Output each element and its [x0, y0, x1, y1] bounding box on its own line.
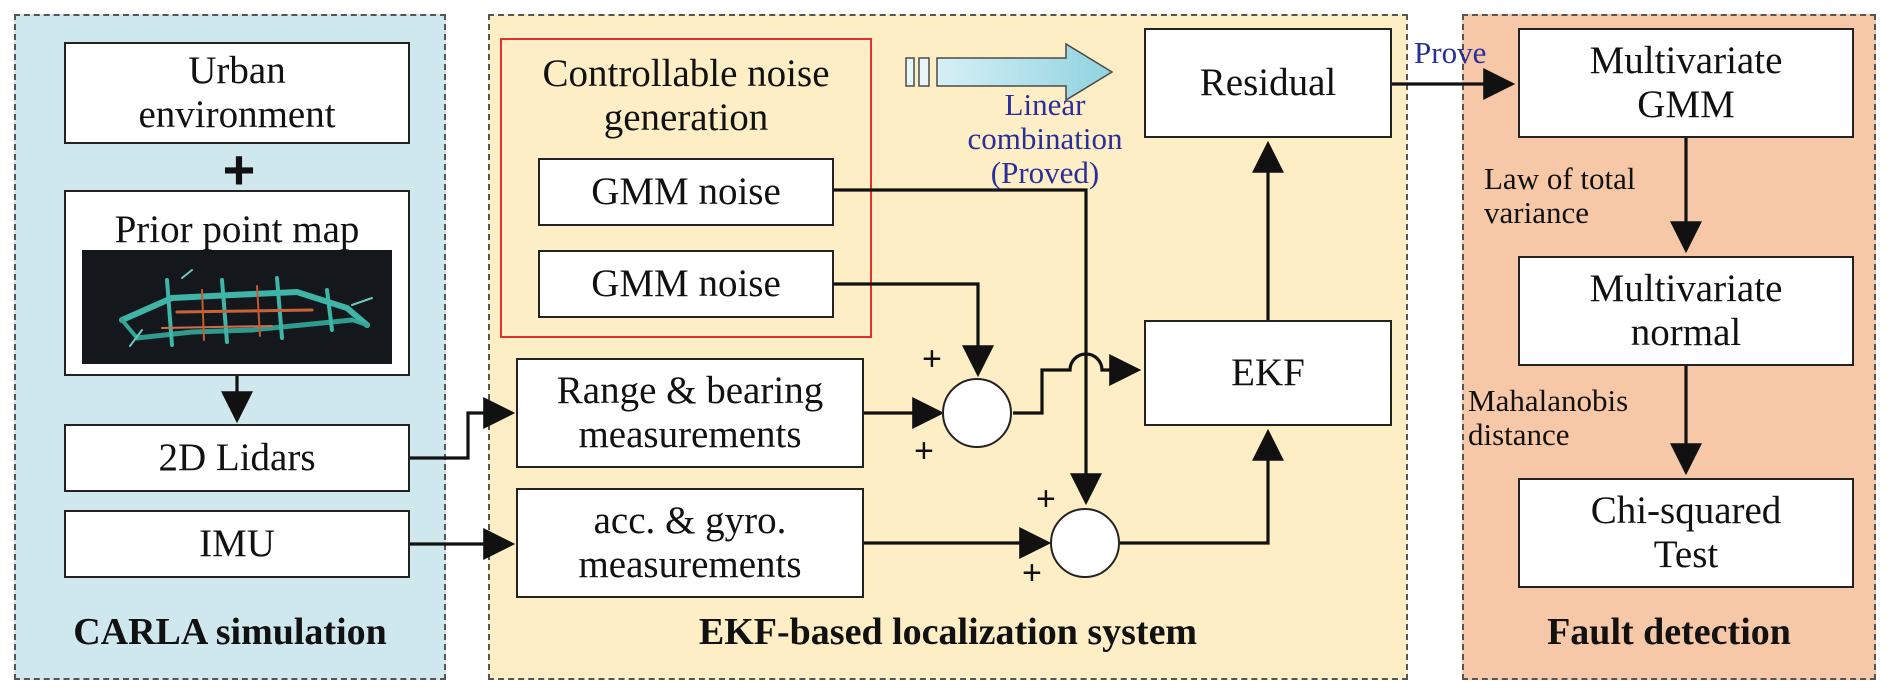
multivariate-gmm-line-2: GMM	[1637, 83, 1735, 126]
linear-combination-arrow	[905, 42, 1114, 102]
sum1-plus-bottom: +	[914, 432, 934, 470]
sum2-to-ekf-arrow	[1120, 428, 1284, 545]
prior-point-map-title: Prior point map	[114, 208, 360, 251]
carla-simulation-title: CARLA simulation	[73, 611, 387, 653]
chi-squared-line-1: Chi-squared	[1590, 489, 1782, 533]
range-bearing-line-2: measurements	[578, 413, 802, 456]
multivariate-gmm-line-1: Multivariate	[1589, 39, 1783, 83]
controllable-noise-title: Controllable noise generation	[500, 52, 872, 139]
range-bearing-line-1: Range & bearing	[556, 369, 824, 413]
urban-line-1: Urban	[188, 49, 286, 93]
2d-lidars-box: 2D Lidars	[64, 424, 410, 492]
linear-combination-label: Linear combination (Proved)	[930, 87, 1160, 191]
acc-gyro-line-2: measurements	[578, 543, 802, 586]
controllable-noise-group	[500, 38, 872, 338]
ekf-box: EKF	[1144, 320, 1392, 426]
gmm-noise-box-1: GMM noise	[538, 158, 834, 226]
multivariate-normal-line-1: Multivariate	[1589, 267, 1783, 311]
mahalanobis-distance-label: Mahalanobis distance	[1468, 383, 1629, 453]
law-line-1: Law of total	[1484, 161, 1636, 196]
acc-gyro-line-1: acc. & gyro.	[593, 499, 787, 543]
multivariate-normal-line-2: normal	[1630, 311, 1742, 354]
plus-symbol: +	[222, 138, 256, 201]
gmm1-to-sum2-arrow	[834, 188, 1102, 506]
gmm2-to-sum1-arrow	[834, 282, 994, 378]
prove-label: Prove	[1414, 35, 1487, 70]
sum2-plus-top: +	[1036, 480, 1056, 518]
urban-line-2: environment	[138, 93, 336, 136]
noise-title-line-2: generation	[603, 95, 769, 139]
sum1-plus-top: +	[922, 340, 942, 378]
sum2-plus-bottom: +	[1022, 554, 1042, 592]
point-map-image	[82, 250, 392, 364]
fault-detection-title: Fault detection	[1547, 611, 1791, 653]
linear-combination-line-1: Linear	[1004, 87, 1086, 122]
sum1-to-ekf-arrow	[1013, 352, 1142, 415]
lidar-to-range-arrow	[410, 397, 516, 460]
gmm-noise-box-2: GMM noise	[538, 250, 834, 318]
mahalanobis-line-1: Mahalanobis	[1468, 383, 1629, 418]
sum-junction-1	[942, 378, 1012, 448]
ekf-localization-title: EKF-based localization system	[698, 611, 1198, 653]
imu-box: IMU	[64, 510, 410, 578]
residual-box: Residual	[1144, 28, 1392, 138]
law-of-total-variance-label: Law of total variance	[1484, 161, 1636, 231]
noise-title-line-1: Controllable noise	[542, 52, 830, 95]
linear-combination-line-3: (Proved)	[990, 155, 1100, 191]
acc-gyro-box: acc. & gyro.measurements	[516, 488, 864, 598]
sum-junction-2	[1050, 508, 1120, 578]
mahalanobis-line-2: distance	[1468, 417, 1570, 453]
linear-combination-line-2: combination	[967, 121, 1123, 157]
law-line-2: variance	[1484, 195, 1589, 231]
chi-squared-line-2: Test	[1653, 533, 1719, 576]
